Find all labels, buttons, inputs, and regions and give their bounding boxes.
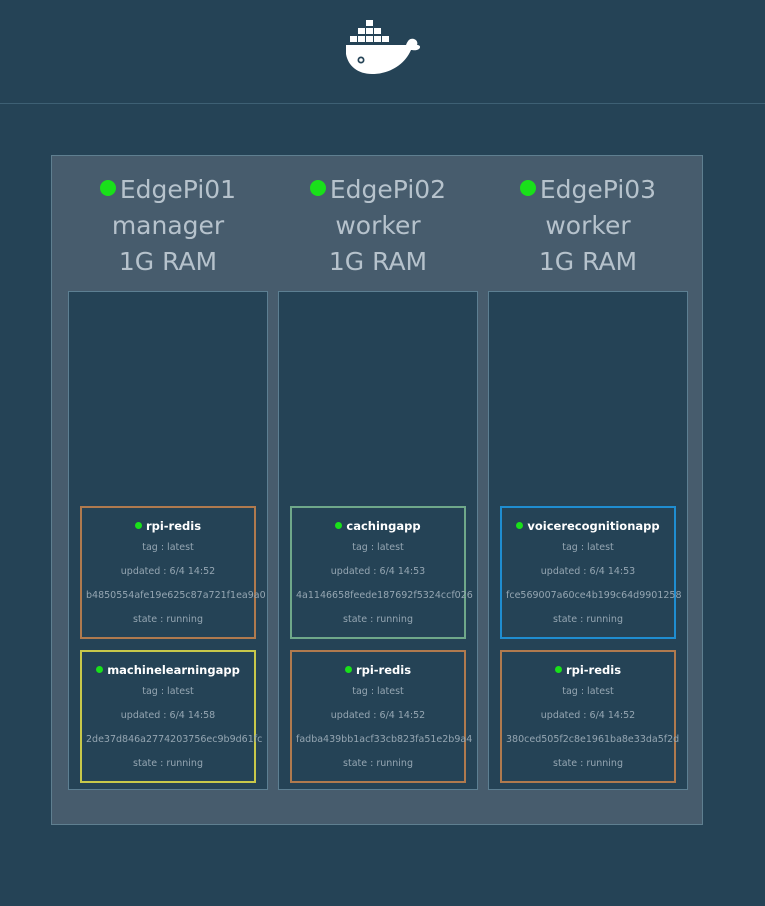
service-tag: tag : latest <box>142 542 194 553</box>
service-name: rpi-redis <box>145 519 202 533</box>
service-state: state : running <box>343 614 413 625</box>
service-card[interactable]: rpi-redis tag : latest updated : 6/4 14:… <box>290 650 473 783</box>
service-status-dot <box>516 522 524 529</box>
service-updated: updated : 6/4 14:52 <box>120 566 216 577</box>
service-tag: tag : latest <box>562 542 614 553</box>
service-name: rpi-redis <box>355 663 412 677</box>
service-updated: updated : 6/4 14:58 <box>120 710 216 721</box>
node-task-column: cachingapp tag : latest updated : 6/4 14… <box>278 291 478 790</box>
swarm-cluster-panel: EdgePi01 manager 1G RAM rpi-redis tag : … <box>51 155 703 825</box>
service-status-dot <box>554 666 562 673</box>
service-state: state : running <box>553 614 623 625</box>
service-updated: updated : 6/4 14:53 <box>540 566 636 577</box>
node-role: worker <box>545 211 631 240</box>
service-tag: tag : latest <box>562 686 614 697</box>
service-state: state : running <box>343 758 413 769</box>
service-tag: tag : latest <box>352 686 404 697</box>
service-state: state : running <box>553 758 623 769</box>
service-card[interactable]: rpi-redis tag : latest updated : 6/4 14:… <box>80 506 266 639</box>
node-status-dot <box>309 180 326 196</box>
service-state: state : running <box>133 758 203 769</box>
node-ram: 1G RAM <box>118 247 218 276</box>
service-id: b4850554afe19e625c87a721f1ea9a0 <box>86 590 266 601</box>
node-task-column: rpi-redis tag : latest updated : 6/4 14:… <box>68 291 268 790</box>
service-name: rpi-redis <box>565 663 622 677</box>
node-name: EdgePi03 <box>539 175 657 204</box>
service-name: cachingapp <box>346 519 421 533</box>
service-card[interactable]: voicerecognitionapp tag : latest updated… <box>500 506 682 639</box>
service-name: machinelearningapp <box>107 663 240 677</box>
service-tag: tag : latest <box>352 542 404 553</box>
node-name: EdgePi02 <box>329 175 447 204</box>
node-role: manager <box>111 211 225 240</box>
service-card[interactable]: cachingapp tag : latest updated : 6/4 14… <box>290 506 473 639</box>
service-status-dot <box>335 522 343 529</box>
docker-whale-icon <box>346 20 421 74</box>
service-updated: updated : 6/4 14:53 <box>330 566 426 577</box>
node-header: EdgePi03 worker 1G RAM <box>488 172 688 280</box>
service-id: 4a1146658feede187692f5324ccf026 <box>296 590 473 601</box>
node-status-dot <box>99 180 116 196</box>
service-id: 380ced505f2c8e1961ba8e33da5f2d <box>506 734 680 745</box>
service-state: state : running <box>133 614 203 625</box>
service-status-dot <box>134 522 142 529</box>
service-updated: updated : 6/4 14:52 <box>330 710 426 721</box>
node-task-column: voicerecognitionapp tag : latest updated… <box>488 291 688 790</box>
service-card[interactable]: machinelearningapp tag : latest updated … <box>80 650 263 783</box>
service-updated: updated : 6/4 14:52 <box>540 710 636 721</box>
service-id: 2de37d846a2774203756ec9b9d61fc <box>86 734 263 745</box>
node-ram: 1G RAM <box>328 247 428 276</box>
node-role: worker <box>335 211 421 240</box>
node-header: EdgePi02 worker 1G RAM <box>278 172 478 280</box>
service-name: voicerecognitionapp <box>527 519 660 533</box>
service-status-dot <box>96 666 104 673</box>
node-header: EdgePi01 manager 1G RAM <box>68 172 268 280</box>
node-ram: 1G RAM <box>538 247 638 276</box>
node-status-dot <box>519 180 536 196</box>
header-bar <box>0 0 765 104</box>
service-id: fce569007a60ce4b199c64d9901258 <box>506 590 682 601</box>
service-id: fadba439bb1acf33cb823fa51e2b9a4 <box>296 734 473 745</box>
service-tag: tag : latest <box>142 686 194 697</box>
service-card[interactable]: rpi-redis tag : latest updated : 6/4 14:… <box>500 650 680 783</box>
node-name: EdgePi01 <box>119 175 237 204</box>
service-status-dot <box>344 666 352 673</box>
